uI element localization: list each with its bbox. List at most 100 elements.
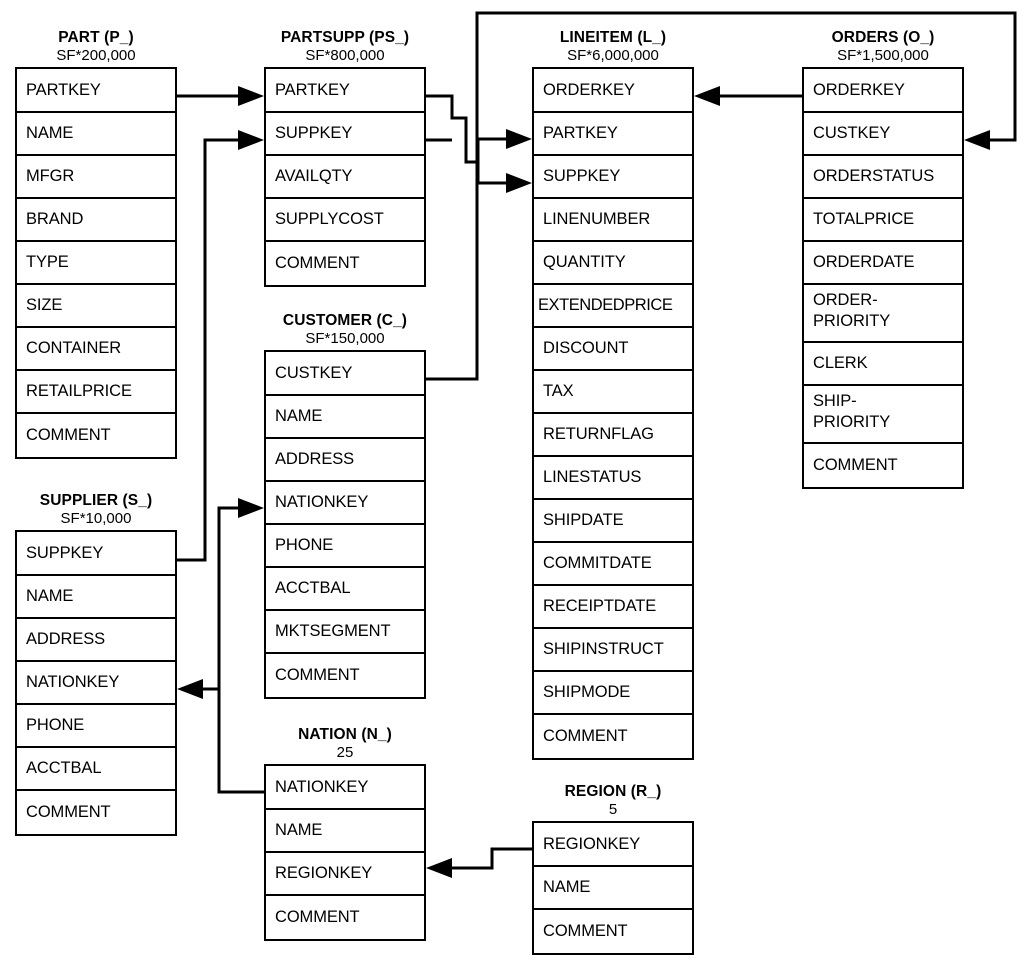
field-region-comment: COMMENT xyxy=(543,922,628,940)
edge-partsupp-keys-to-lineitem-keys xyxy=(426,94,532,193)
field-lineitem-quantity: QUANTITY xyxy=(534,242,692,285)
edge-nation-nationkey-to-supplier-nationkey xyxy=(177,679,219,699)
table-customer-box: CUSTKEY NAME ADDRESS NATIONKEY PHONE ACC… xyxy=(264,350,426,699)
field-orders-clerk: CLERK xyxy=(804,343,962,386)
table-customer: CUSTOMER (C_) SF*150,000 CUSTKEY NAME AD… xyxy=(264,311,426,699)
table-lineitem: LINEITEM (L_) SF*6,000,000 ORDERKEY PART… xyxy=(532,28,694,760)
field-supplier-acctbal: ACCTBAL xyxy=(17,748,175,791)
field-part-brand: BRAND xyxy=(17,199,175,242)
field-orders-orderkey: ORDERKEY xyxy=(804,69,962,113)
field-customer-nationkey: NATIONKEY xyxy=(266,482,424,525)
field-lineitem-suppkey: SUPPKEY xyxy=(534,156,692,199)
field-customer-phone: PHONE xyxy=(266,525,424,568)
field-nation-regionkey: REGIONKEY xyxy=(266,853,424,896)
field-orders-orderstatus: ORDERSTATUS xyxy=(804,156,962,199)
field-lineitem-tax: TAX xyxy=(534,371,692,414)
field-orders-shippriority: SHIP-PRIORITY xyxy=(804,386,962,444)
field-nation-name: NAME xyxy=(266,810,424,853)
table-orders: ORDERS (O_) SF*1,500,000 ORDERKEY CUSTKE… xyxy=(802,28,964,489)
field-customer-custkey: CUSTKEY xyxy=(266,352,424,396)
field-lineitem-receiptdate: RECEIPTDATE xyxy=(534,586,692,629)
table-lineitem-cardinality: SF*6,000,000 xyxy=(567,47,659,64)
field-orders-comment: COMMENT xyxy=(813,456,898,474)
field-orders-custkey: CUSTKEY xyxy=(804,113,962,156)
table-supplier-cardinality: SF*10,000 xyxy=(60,510,132,527)
table-lineitem-box: ORDERKEY PARTKEY SUPPKEY LINENUMBER QUAN… xyxy=(532,67,694,760)
field-lineitem-comment: COMMENT xyxy=(543,727,628,745)
field-customer-comment: COMMENT xyxy=(275,666,360,684)
table-supplier-title: SUPPLIER (S_) xyxy=(39,492,153,509)
table-region-box: REGIONKEY NAME COMMENT xyxy=(532,821,694,955)
field-supplier-phone: PHONE xyxy=(17,705,175,748)
field-partsupp-suppkey: SUPPKEY xyxy=(266,113,424,156)
table-part-box: PARTKEY NAME MFGR BRAND TYPE SIZE CONTAI… xyxy=(15,67,177,459)
field-partsupp-partkey: PARTKEY xyxy=(266,69,424,113)
field-orders-orderdate: ORDERDATE xyxy=(804,242,962,285)
table-nation: NATION (N_) 25 NATIONKEY NAME REGIONKEY … xyxy=(264,725,426,941)
field-orders-orderpriority: ORDER-PRIORITY xyxy=(804,285,962,343)
field-lineitem-linenumber: LINENUMBER xyxy=(534,199,692,242)
table-partsupp-title: PARTSUPP (PS_) xyxy=(280,29,410,46)
field-lineitem-discount: DISCOUNT xyxy=(534,328,692,371)
table-region-title: REGION (R_) xyxy=(564,783,662,800)
field-lineitem-commitdate: COMMITDATE xyxy=(534,543,692,586)
table-partsupp-box: PARTKEY SUPPKEY AVAILQTY SUPPLYCOST COMM… xyxy=(264,67,426,287)
field-partsupp-comment: COMMENT xyxy=(275,254,360,272)
table-region-cardinality: 5 xyxy=(608,801,618,818)
table-orders-box: ORDERKEY CUSTKEY ORDERSTATUS TOTALPRICE … xyxy=(802,67,964,489)
table-nation-cardinality: 25 xyxy=(336,744,354,761)
field-nation-nationkey: NATIONKEY xyxy=(266,766,424,810)
field-lineitem-orderkey: ORDERKEY xyxy=(534,69,692,113)
field-part-comment: COMMENT xyxy=(26,426,111,444)
field-customer-acctbal: ACCTBAL xyxy=(266,568,424,611)
field-lineitem-linestatus: LINESTATUS xyxy=(534,457,692,500)
table-orders-cardinality: SF*1,500,000 xyxy=(837,47,929,64)
field-lineitem-shipmode: SHIPMODE xyxy=(534,672,692,715)
field-supplier-comment: COMMENT xyxy=(26,803,111,821)
field-region-regionkey: REGIONKEY xyxy=(534,823,692,867)
edge-region-regionkey-to-nation-regionkey xyxy=(426,847,532,878)
table-partsupp: PARTSUPP (PS_) SF*800,000 PARTKEY SUPPKE… xyxy=(264,28,426,287)
field-nation-comment: COMMENT xyxy=(275,908,360,926)
table-partsupp-cardinality: SF*800,000 xyxy=(305,47,385,64)
table-region: REGION (R_) 5 REGIONKEY NAME COMMENT xyxy=(532,782,694,955)
field-partsupp-availqty: AVAILQTY xyxy=(266,156,424,199)
table-nation-box: NATIONKEY NAME REGIONKEY COMMENT xyxy=(264,764,426,941)
table-supplier-box: SUPPKEY NAME ADDRESS NATIONKEY PHONE ACC… xyxy=(15,530,177,836)
table-part-title: PART (P_) xyxy=(58,29,134,46)
field-orders-totalprice: TOTALPRICE xyxy=(804,199,962,242)
field-part-type: TYPE xyxy=(17,242,175,285)
table-orders-title: ORDERS (O_) xyxy=(831,29,935,46)
edge-nation-nationkey-to-customer-nationkey xyxy=(217,498,264,794)
field-customer-mktsegment: MKTSEGMENT xyxy=(266,611,424,654)
field-lineitem-extendedprice: EXTENDEDPRICE xyxy=(534,285,692,328)
field-supplier-nationkey: NATIONKEY xyxy=(17,662,175,705)
field-part-mfgr: MFGR xyxy=(17,156,175,199)
table-nation-title: NATION (N_) xyxy=(298,726,392,743)
table-lineitem-title: LINEITEM (L_) xyxy=(559,29,667,46)
table-supplier: SUPPLIER (S_) SF*10,000 SUPPKEY NAME ADD… xyxy=(15,491,177,836)
field-partsupp-supplycost: SUPPLYCOST xyxy=(266,199,424,242)
field-lineitem-returnflag: RETURNFLAG xyxy=(534,414,692,457)
field-region-name: NAME xyxy=(534,867,692,910)
field-part-container: CONTAINER xyxy=(17,328,175,371)
field-lineitem-partkey: PARTKEY xyxy=(534,113,692,156)
table-part-cardinality: SF*200,000 xyxy=(56,47,136,64)
edge-supplier-suppkey-to-partsupp-suppkey xyxy=(177,130,264,562)
field-supplier-name: NAME xyxy=(17,576,175,619)
field-customer-address: ADDRESS xyxy=(266,439,424,482)
field-lineitem-shipinstruct: SHIPINSTRUCT xyxy=(534,629,692,672)
edge-part-partkey-to-partsupp-partkey xyxy=(177,86,264,106)
field-part-partkey: PARTKEY xyxy=(17,69,175,113)
edge-orders-orderkey-to-lineitem-orderkey xyxy=(694,86,802,106)
field-part-retailprice: RETAILPRICE xyxy=(17,371,175,414)
table-part: PART (P_) SF*200,000 PARTKEY NAME MFGR B… xyxy=(15,28,177,459)
field-supplier-address: ADDRESS xyxy=(17,619,175,662)
table-customer-title: CUSTOMER (C_) xyxy=(282,312,408,329)
field-lineitem-shipdate: SHIPDATE xyxy=(534,500,692,543)
field-part-size: SIZE xyxy=(17,285,175,328)
field-part-name: NAME xyxy=(17,113,175,156)
field-supplier-suppkey: SUPPKEY xyxy=(17,532,175,576)
field-customer-name: NAME xyxy=(266,396,424,439)
